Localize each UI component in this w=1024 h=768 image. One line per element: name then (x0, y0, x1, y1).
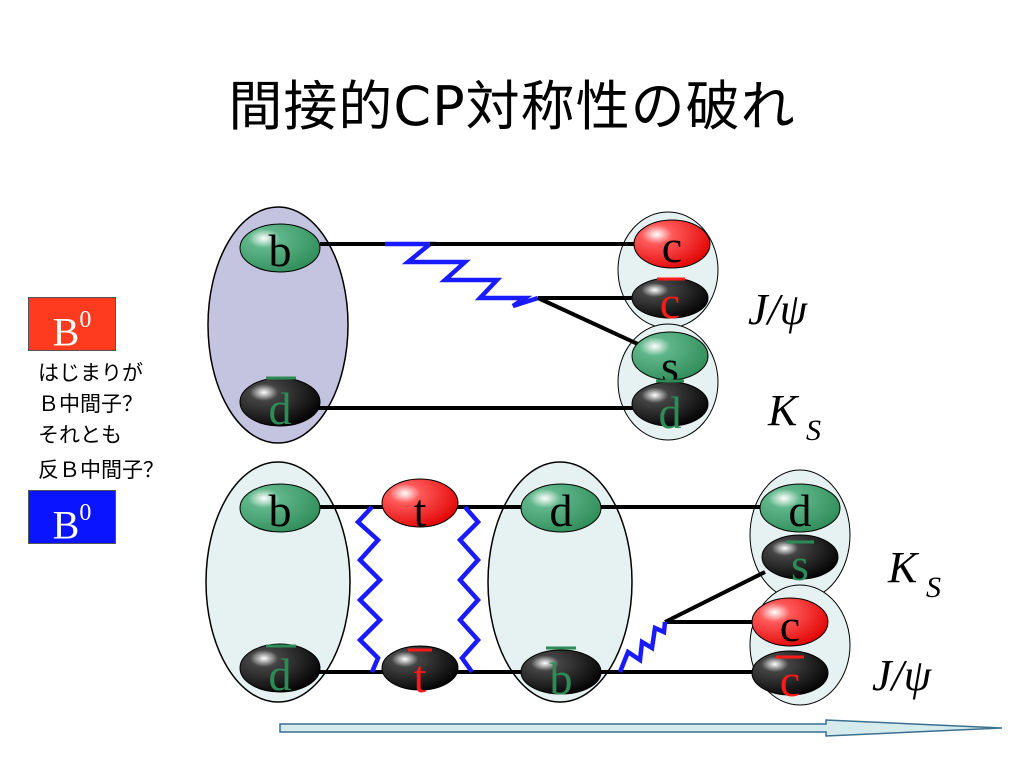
svg-text:t: t (414, 485, 427, 536)
svg-text:b: b (550, 653, 573, 704)
b0-base: B (52, 309, 80, 355)
quark-c-top: c (633, 219, 711, 272)
quark-d-out-bottom: d (759, 483, 841, 536)
quark-line (664, 570, 766, 624)
quark-d-mid-bottom: d (520, 483, 602, 536)
b0bar-sup: 0 (79, 500, 92, 526)
svg-text:K: K (767, 386, 800, 435)
w-boson-decay (617, 621, 668, 673)
svg-text:s: s (661, 341, 679, 392)
svg-text:K: K (887, 543, 920, 592)
svg-text:d: d (269, 649, 292, 700)
svg-text:d: d (659, 387, 682, 438)
b0-sup: 0 (79, 307, 92, 333)
quark-cbar-top: c (631, 277, 709, 328)
svg-text:b: b (269, 485, 292, 536)
svg-text:d: d (789, 485, 812, 536)
w-boson-right (456, 505, 482, 674)
bbar-meson-ellipse-bottom (487, 461, 633, 703)
svg-text:d: d (550, 485, 573, 536)
quark-dbar-out-top: d (631, 379, 709, 438)
svg-text:d: d (269, 383, 292, 434)
b-meson-ellipse-top (207, 206, 349, 444)
b0-meson-box: B0 (28, 297, 116, 355)
time-arrow (279, 719, 1003, 737)
quark-cbar-bottom: c (751, 650, 829, 706)
question-line: Ｂ中間子？ (38, 392, 143, 416)
quark-t-bottom: t (381, 478, 459, 536)
svg-text:b: b (269, 225, 292, 276)
question-line: それとも (38, 423, 122, 447)
jpsi-label-bottom: J/ψ (872, 651, 932, 700)
ks-label-top: K S (767, 386, 821, 447)
quark-c-bottom: c (751, 597, 829, 651)
svg-text:c: c (780, 655, 800, 706)
svg-text:c: c (660, 277, 680, 328)
question-line: 反Ｂ中間子？ (38, 458, 164, 482)
svg-text:S: S (926, 571, 941, 604)
quark-b-top: b (239, 223, 321, 276)
ks-label-bottom: K S (887, 543, 941, 604)
svg-text:s: s (791, 539, 809, 590)
w-boson-top (385, 241, 539, 309)
svg-text:c: c (780, 600, 800, 651)
quark-bbar-bottom: b (520, 646, 602, 704)
quark-line (537, 296, 641, 347)
slide-title: 間接的CP対称性の破れ (228, 75, 796, 138)
w-boson-left (354, 505, 384, 673)
quark-sbar-bottom: s (761, 534, 839, 590)
quark-dbar-top: d (239, 376, 321, 434)
svg-text:S: S (806, 414, 821, 447)
quark-tbar-bottom: t (381, 645, 459, 702)
quark-b-bottom: b (239, 483, 321, 536)
quark-dbar-bottom: d (239, 643, 321, 700)
quark-s-top: s (631, 331, 709, 392)
svg-text:c: c (662, 221, 682, 272)
question-text: はじまりが Ｂ中間子？ それとも 反Ｂ中間子？ (38, 358, 164, 486)
question-line: はじまりが (38, 361, 143, 385)
b0bar-base: B (52, 502, 80, 548)
b-meson-ellipse-bottom (205, 461, 351, 703)
svg-text:t: t (414, 651, 427, 702)
jpsi-label-top: J/ψ (748, 285, 808, 334)
b0bar-meson-box: B0 (28, 490, 116, 548)
